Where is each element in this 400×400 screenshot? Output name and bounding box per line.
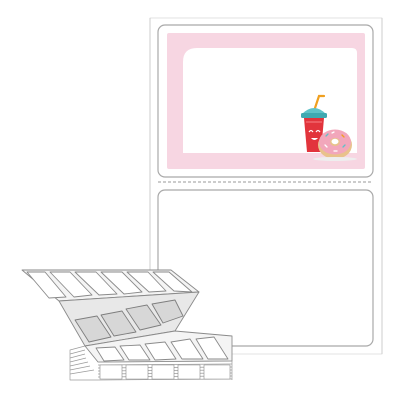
drink-and-donut-icon: [301, 94, 357, 161]
bottom-label-outline: [157, 189, 374, 347]
fanfold-label-stack: [21, 269, 233, 381]
